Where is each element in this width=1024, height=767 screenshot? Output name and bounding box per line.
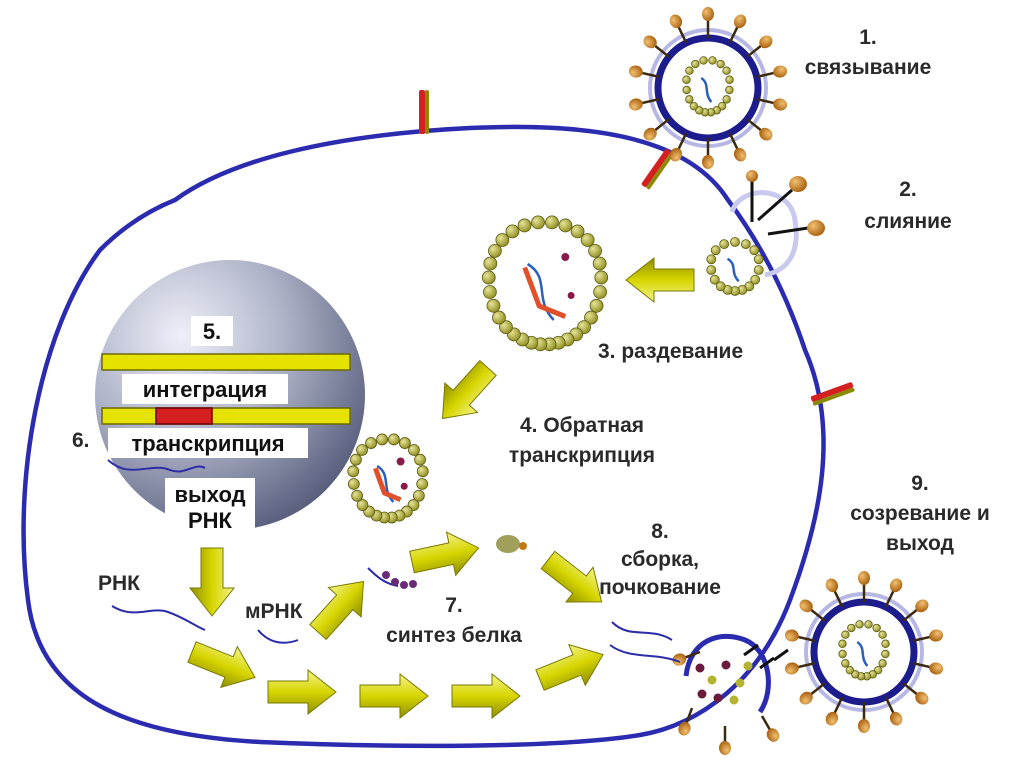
arrow-fusion-to-uncoating bbox=[625, 257, 695, 303]
nascent-protein bbox=[367, 567, 417, 589]
arrow-translation-4 bbox=[451, 673, 521, 719]
mrna-label: мРНК bbox=[245, 600, 303, 623]
budding-virion bbox=[672, 633, 789, 755]
arrow-translation-5 bbox=[531, 633, 612, 701]
nuclear-rna-strand bbox=[107, 459, 206, 473]
integrated-viral-dna bbox=[155, 407, 213, 425]
membrane-receptor-right bbox=[810, 382, 855, 406]
arrow-nucleus-out bbox=[189, 547, 235, 617]
arrow-uncoating-to-rt bbox=[425, 352, 505, 434]
membrane-receptor-top bbox=[419, 90, 429, 134]
step-8-assembly-label: 8.сборка,почкование bbox=[599, 520, 721, 599]
arrow-mrna-to-protein bbox=[301, 566, 381, 648]
transcription-number-label: 6. bbox=[72, 429, 90, 452]
host-dna-band-top bbox=[101, 353, 351, 371]
mature-virion bbox=[784, 571, 944, 733]
assembly-rna-strands bbox=[609, 621, 681, 663]
arrow-translation-1 bbox=[183, 631, 264, 699]
transcription-label-box bbox=[108, 428, 308, 458]
binding-virion bbox=[628, 7, 788, 169]
step-2-fusion-label: 2.слияние bbox=[864, 178, 951, 233]
arrow-protein-up bbox=[406, 525, 484, 585]
integration-label: интеграция bbox=[143, 377, 268, 402]
membrane-receptor-binding bbox=[641, 149, 674, 190]
rna-label: РНК bbox=[98, 572, 140, 595]
host-dna-band-bottom bbox=[101, 407, 351, 425]
fused-capsid bbox=[706, 237, 764, 296]
fusion-membrane-bulge bbox=[729, 190, 799, 278]
integration-number-label: 5. bbox=[203, 319, 221, 344]
integration-label-box bbox=[122, 374, 288, 404]
transcription-label: транскрипция bbox=[131, 431, 284, 456]
fusion-glycoproteins bbox=[746, 170, 825, 236]
mrna-strand bbox=[257, 629, 299, 644]
step-7-protein-synthesis-label: 7.синтез белка bbox=[386, 594, 522, 647]
rna-strand bbox=[111, 605, 206, 631]
rna-export-label-box bbox=[165, 478, 255, 538]
reverse-transcription-capsid bbox=[347, 433, 429, 524]
step-3-uncoating-label: 3. раздевание bbox=[598, 340, 743, 363]
arrow-translation-3 bbox=[359, 673, 429, 719]
uncoating-capsid bbox=[481, 215, 609, 352]
step-1-binding-label: 1.связывание bbox=[805, 26, 932, 79]
cell-membrane bbox=[21, 124, 826, 749]
integration-number-box bbox=[191, 316, 233, 346]
arrow-translation-2 bbox=[267, 669, 337, 715]
viral-protein-blob bbox=[496, 535, 527, 553]
